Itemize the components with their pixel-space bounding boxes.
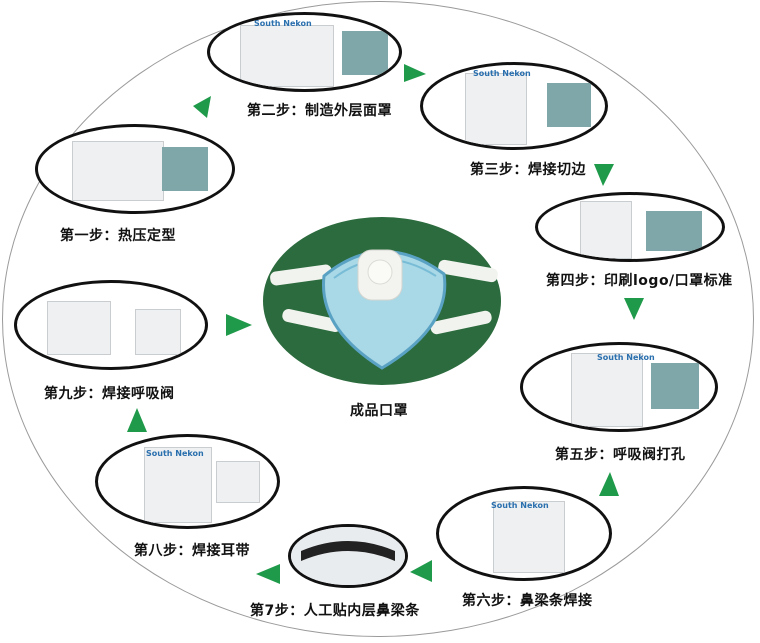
machine-photo-detail [216,461,260,503]
step-9-bubble [14,280,208,370]
outer-ring [2,1,754,637]
mask-photo [342,31,388,75]
step-7-label: 第7步：人工贴内层鼻梁条 [250,603,420,619]
arrow-step6-to-step7 [410,560,432,582]
machine-photo-detail [135,309,181,355]
step-8-bubble: South Nekon [95,434,280,529]
step-3-label: 第三步：焊接切边 [470,162,586,178]
arrow-step5-to-step6 [599,472,619,496]
brand-text: South Nekon [146,449,204,458]
step-6-bubble: South Nekon [436,486,612,581]
center-label: 成品口罩 [350,403,408,419]
mask-photo [547,83,591,127]
finished-mask-photo [262,216,502,386]
mask-photo [646,211,702,251]
machine-photo [465,73,527,145]
step-4-bubble [535,192,725,262]
brand-text: South Nekon [254,19,312,28]
step-2-label: 第二步：制造外层面罩 [247,103,392,119]
step-5-label: 第五步：呼吸阀打孔 [555,447,686,463]
arrow-step2-to-step3 [404,64,426,82]
step-3-bubble: South Nekon [420,62,608,150]
machine-photo [493,501,565,573]
arrow-step4-to-step5 [624,298,644,320]
step-6-label: 第六步：鼻梁条焊接 [462,593,593,609]
arrow-step7-to-step8 [256,564,280,584]
machine-photo [580,201,632,259]
brand-text: South Nekon [473,69,531,78]
step-1-bubble [35,124,235,214]
mask-photo [651,363,699,409]
step-8-label: 第八步：焊接耳带 [134,543,250,559]
brand-text: South Nekon [597,353,655,362]
machine-photo [571,353,643,427]
machine-photo [47,301,111,355]
machine-photo [72,141,164,201]
step-1-label: 第一步：热压定型 [60,228,176,244]
machine-photo [240,25,334,87]
nose-strip-photo [291,527,405,585]
arrow-step1-to-step2 [193,96,211,118]
machine-photo [144,447,212,523]
arrow-step3-to-step4 [594,164,614,186]
arrow-step8-to-step9 [127,408,147,432]
step-2-bubble: South Nekon [207,12,402,92]
step-7-bubble [288,524,408,588]
arrow-step9-to-center [226,314,252,336]
step-4-label: 第四步：印刷logo/口罩标准 [546,273,733,289]
brand-text: South Nekon [491,501,549,510]
step-5-bubble: South Nekon [520,342,718,432]
mask-photo [162,147,208,191]
step-9-label: 第九步：焊接呼吸阀 [44,386,175,402]
